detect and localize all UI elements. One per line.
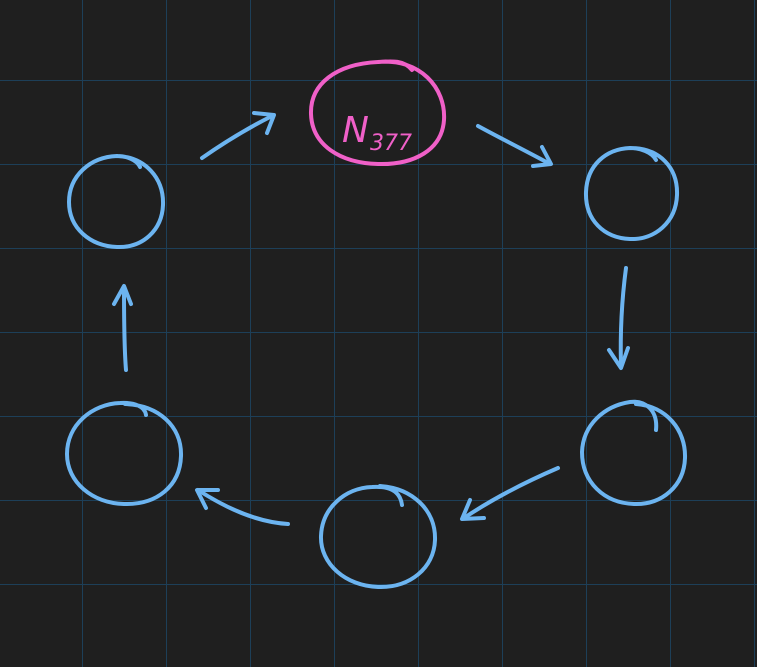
node-right-bottom: [580, 399, 688, 507]
arrow-right-top-to-right-bottom: [607, 266, 630, 370]
arrow-bottom-center-to-left-bottom: [195, 488, 290, 526]
node-highlight-label: N: [342, 110, 369, 151]
node-left-top: [67, 154, 166, 250]
node-highlight-circle: [308, 59, 447, 167]
node-bottom-center: [318, 484, 438, 590]
node-left-bottom: [65, 400, 184, 507]
node-highlight: N 377: [308, 59, 447, 167]
arrow-highlight-to-right-top: [476, 124, 553, 168]
arrow-left-top-to-highlight: [200, 111, 276, 160]
arrow-right-bottom-to-bottom-center: [460, 466, 560, 521]
arrow-left-bottom-to-left-top: [112, 284, 133, 372]
node-highlight-subscript: 377: [370, 131, 412, 156]
node-right-top: [583, 146, 680, 242]
